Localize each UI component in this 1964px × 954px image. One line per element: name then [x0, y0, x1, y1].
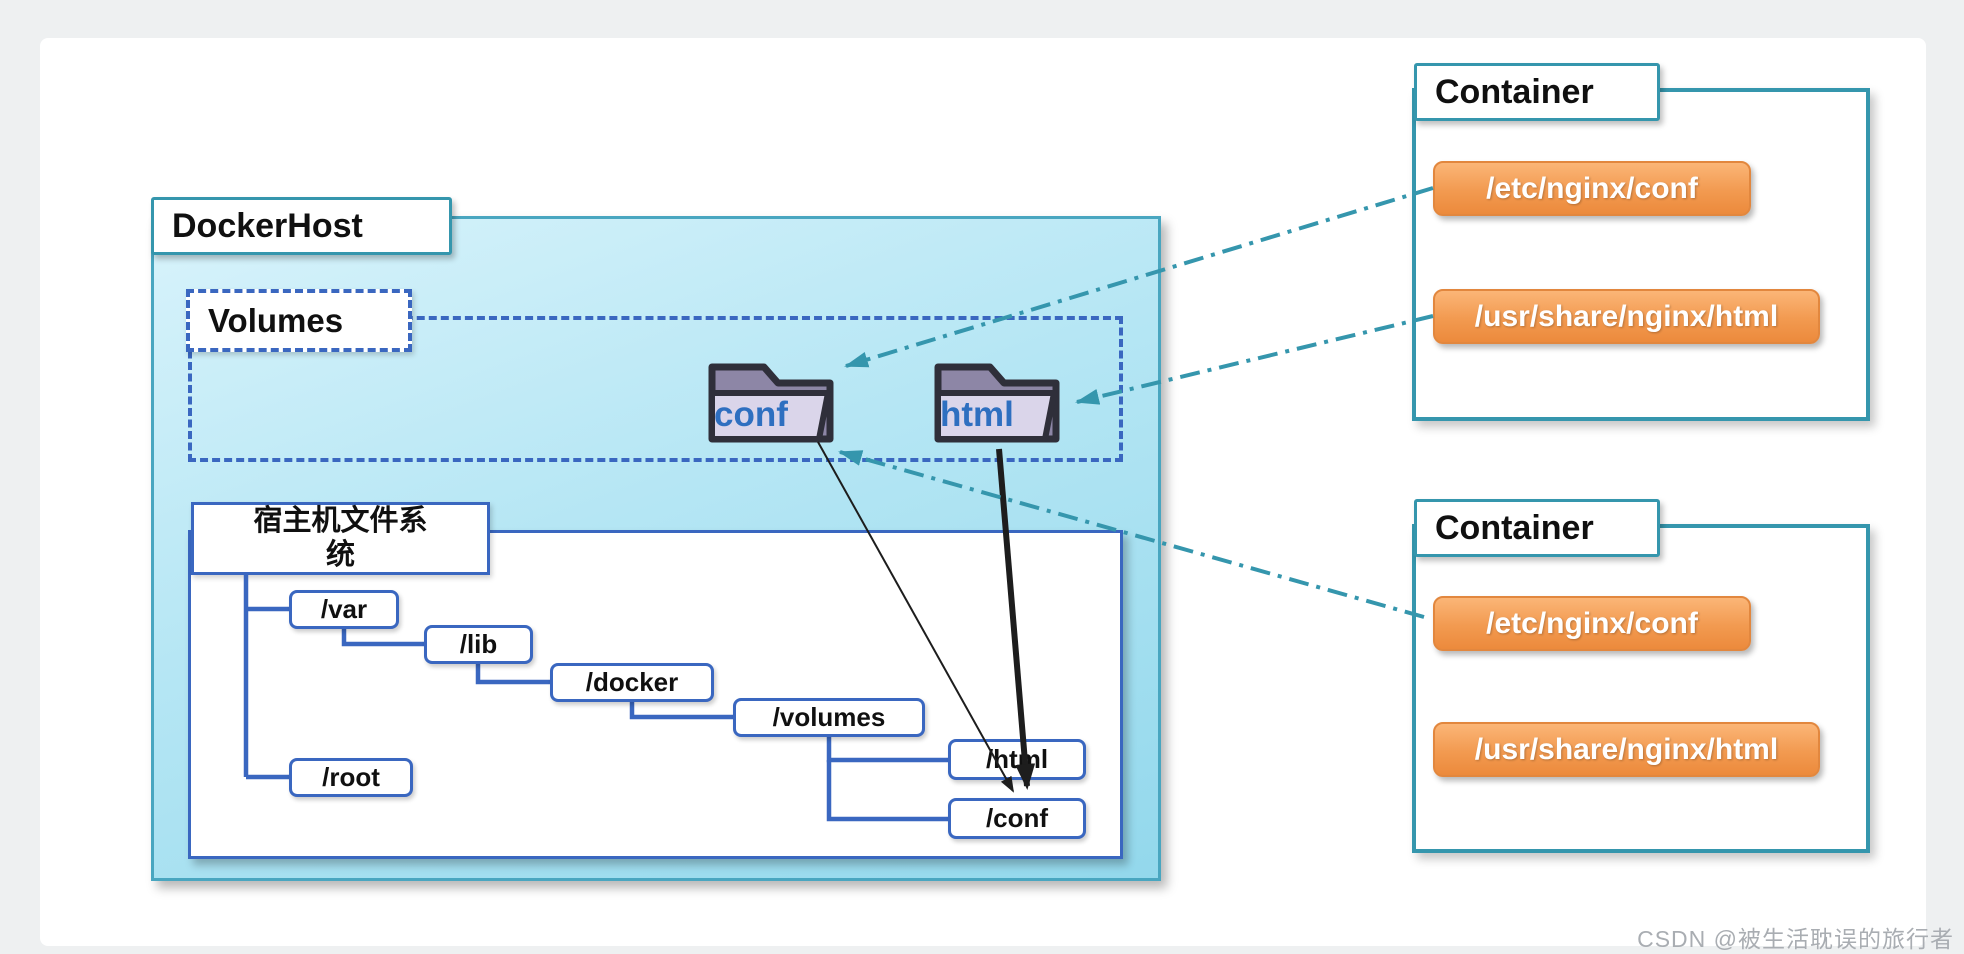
container-1-title: Container — [1414, 63, 1660, 121]
container-2-path-conf: /etc/nginx/conf — [1433, 596, 1751, 651]
tree-node-volumes: /volumes — [733, 698, 925, 737]
watermark: CSDN @被生活耽误的旅行者 — [1637, 926, 1954, 952]
container-1-path-html: /usr/share/nginx/html — [1433, 289, 1820, 344]
tree-node-conf: /conf — [948, 798, 1086, 839]
folder-icon — [708, 363, 834, 443]
container-1-path-conf: /etc/nginx/conf — [1433, 161, 1751, 216]
container-2-title: Container — [1414, 499, 1660, 557]
dockerhost-title-label: DockerHost — [172, 206, 363, 245]
dockerhost-title: DockerHost — [151, 197, 452, 255]
container-1-title-label: Container — [1435, 72, 1594, 111]
tree-node-docker: /docker — [550, 663, 714, 702]
folder-label-html: html — [940, 395, 1014, 434]
tree-node-lib: /lib — [424, 625, 533, 664]
volume-folder-conf: conf — [700, 341, 841, 451]
volume-folder-html: html — [926, 341, 1067, 451]
volumes-title-label: Volumes — [208, 301, 344, 339]
tree-node-var: /var — [289, 590, 399, 629]
container-2-box — [1412, 524, 1870, 853]
host-filesystem-title-line2: 统 — [325, 538, 355, 571]
tree-node-root: /root — [289, 758, 413, 797]
container-1-box — [1412, 88, 1870, 421]
folder-label-conf: conf — [714, 395, 788, 434]
host-filesystem-title: 宿主机文件系 统 — [191, 502, 490, 575]
host-filesystem-title-line1: 宿主机文件系 — [253, 505, 428, 538]
tree-node-html: /html — [948, 739, 1086, 780]
volumes-title: Volumes — [186, 289, 412, 352]
folder-icon — [934, 363, 1060, 443]
container-2-path-html: /usr/share/nginx/html — [1433, 722, 1820, 777]
container-2-title-label: Container — [1435, 508, 1594, 547]
